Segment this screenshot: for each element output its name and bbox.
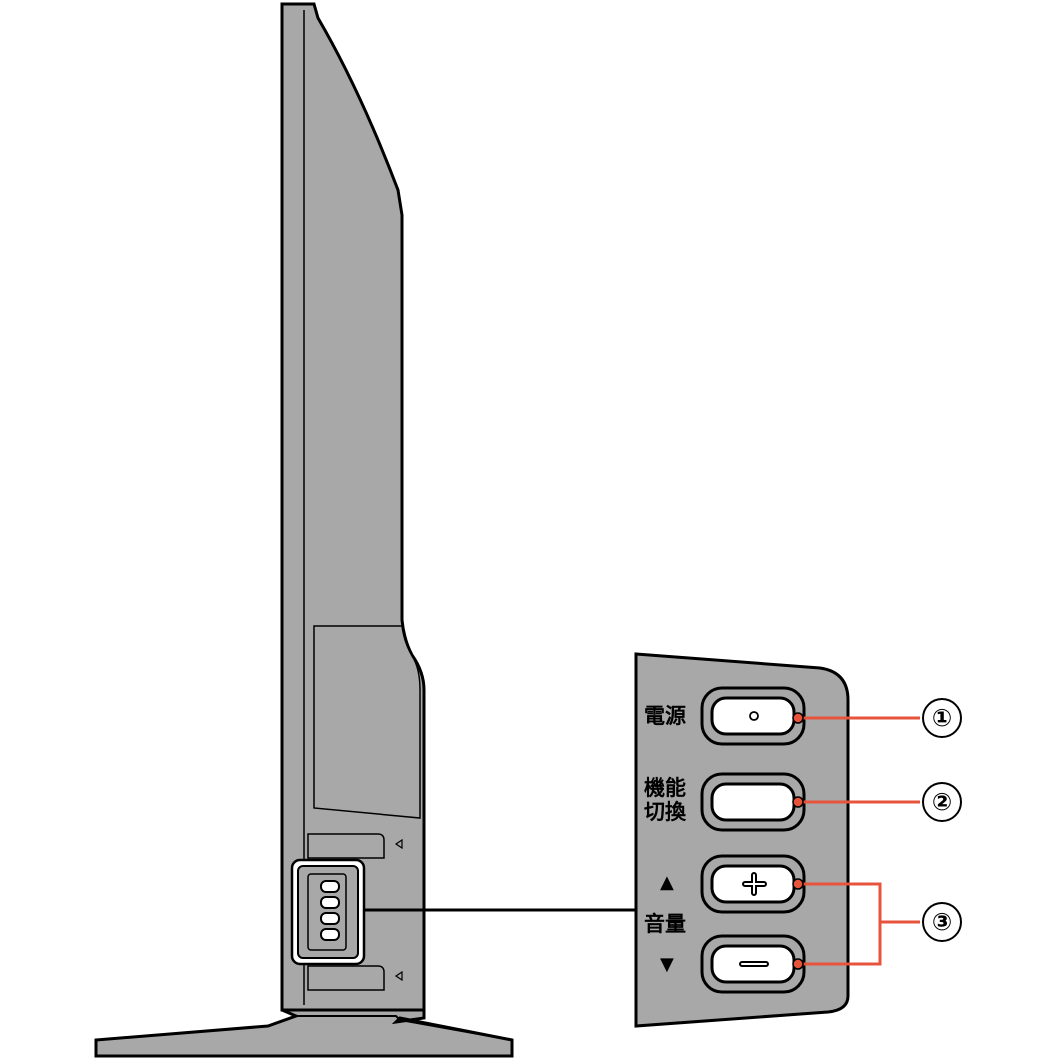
- leader-dot-2: [792, 796, 804, 808]
- function-switch-label-1: 機能: [644, 776, 686, 800]
- volume-label: 音量: [644, 912, 686, 936]
- leader-dot-1: [792, 712, 804, 724]
- power-button[interactable]: [700, 686, 806, 746]
- callout-1: ①: [922, 698, 962, 738]
- callout-2: ②: [922, 782, 962, 822]
- tv-mini-button-1: [320, 880, 340, 893]
- tv-slot-lower: [307, 965, 385, 991]
- tv-lower-panel: [313, 625, 421, 819]
- tv-slot-upper: [307, 833, 385, 859]
- function-switch-label-2: 切換: [644, 800, 686, 824]
- tv-slot-arrow-lower: [394, 970, 403, 982]
- function-switch-button[interactable]: [700, 772, 806, 832]
- tv-mini-button-3: [320, 912, 340, 925]
- power-label: 電源: [644, 704, 686, 728]
- leader-dot-3a: [792, 878, 804, 890]
- power-dot-icon: [749, 711, 759, 721]
- tv-slot-arrow-upper: [394, 838, 403, 850]
- tv-mini-button-4: [320, 928, 340, 941]
- callout-3: ③: [922, 902, 962, 942]
- tv-mini-button-2: [320, 896, 340, 909]
- volume-up-arrow-icon: ▲: [660, 872, 674, 893]
- leader-lines: [798, 716, 920, 966]
- volume-up-button[interactable]: [700, 854, 806, 914]
- volume-down-button[interactable]: [700, 934, 806, 994]
- leader-dot-3b: [792, 958, 804, 970]
- control-panel-zoom: [634, 652, 850, 1028]
- volume-down-arrow-icon: ▼: [660, 954, 674, 975]
